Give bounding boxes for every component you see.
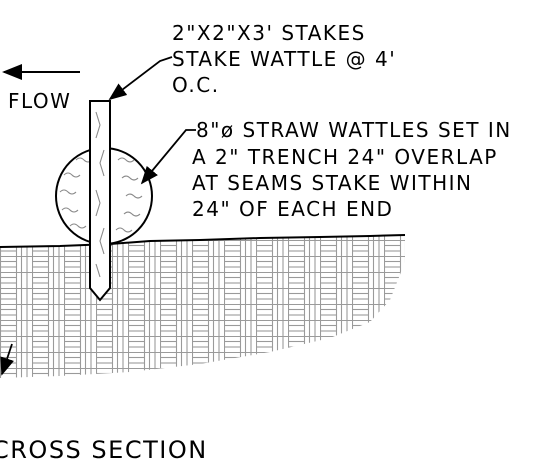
section-title: CROSS SECTION bbox=[0, 436, 208, 463]
wattle-callout-line-1: 8"ø STRAW WATTLES SET IN bbox=[196, 118, 512, 142]
wattle-callout: 8"ø STRAW WATTLES SET IN A 2" TRENCH 24"… bbox=[192, 118, 512, 221]
stake-leader bbox=[108, 56, 173, 101]
wattle-leader bbox=[140, 129, 196, 185]
wattle-callout-line-2: A 2" TRENCH 24" OVERLAP bbox=[192, 145, 498, 169]
wattle-callout-line-4: 24" OF EACH END bbox=[192, 197, 393, 221]
flow-label: FLOW bbox=[8, 89, 71, 113]
wattle-callout-line-3: AT SEAMS STAKE WITHIN bbox=[192, 171, 472, 195]
stake-callout-line-1: 2"X2"X3' STAKES bbox=[172, 21, 366, 45]
stake-callout: 2"X2"X3' STAKES STAKE WATTLE @ 4' O.C. bbox=[172, 21, 396, 97]
lower-left-leader bbox=[0, 343, 14, 376]
stake-callout-line-3: O.C. bbox=[172, 73, 220, 97]
ground-line bbox=[0, 234, 406, 248]
wooden-stake bbox=[89, 100, 111, 302]
soil-section bbox=[0, 235, 405, 378]
wattle-straw-texture bbox=[59, 157, 143, 233]
stake-callout-line-2: STAKE WATTLE @ 4' bbox=[172, 47, 396, 71]
